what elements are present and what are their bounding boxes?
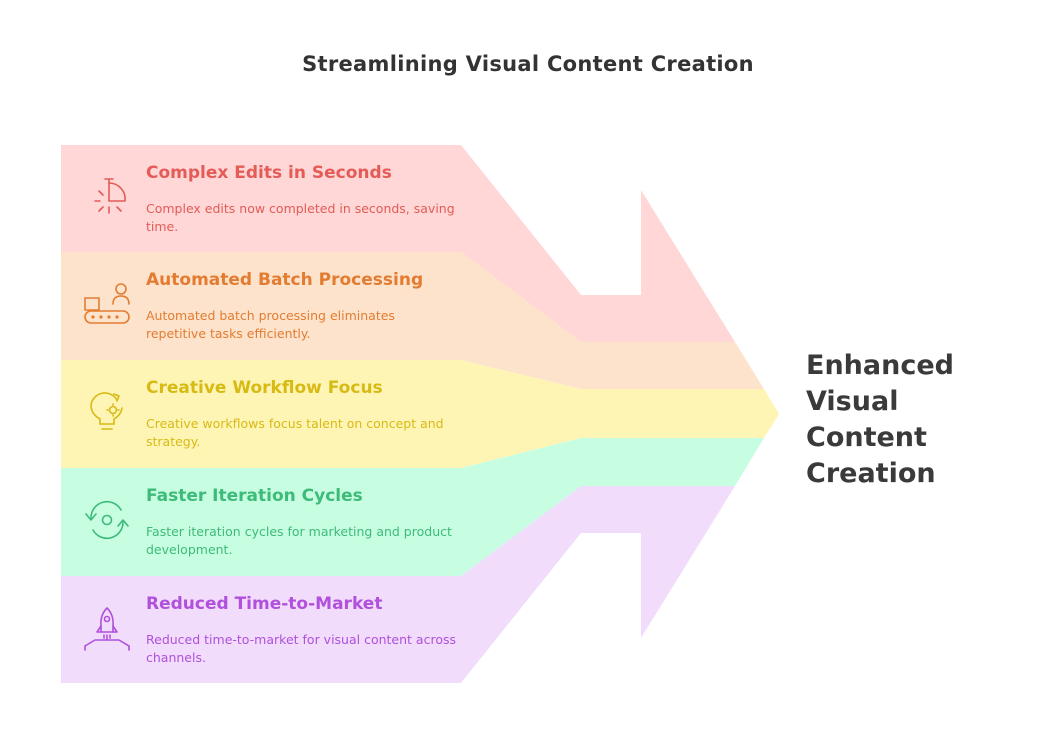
outcome-line: Visual bbox=[806, 386, 899, 417]
step-heading: Reduced Time-to-Market bbox=[146, 594, 383, 614]
step-description: Faster iteration cycles for marketing an… bbox=[146, 524, 452, 557]
outcome-label: Enhanced Visual Content Creation bbox=[806, 348, 1036, 492]
step-heading: Complex Edits in Seconds bbox=[146, 163, 392, 183]
band-shape-1 bbox=[61, 145, 735, 342]
band-shape-5 bbox=[61, 486, 735, 683]
step-heading: Creative Workflow Focus bbox=[146, 378, 383, 398]
step-description: Complex edits now completed in seconds, … bbox=[146, 201, 455, 234]
step-description: Reduced time-to-market for visual conten… bbox=[146, 632, 456, 665]
step-heading: Faster Iteration Cycles bbox=[146, 486, 363, 506]
step-creative-workflow: Creative Workflow Focus Creative workflo… bbox=[61, 360, 461, 468]
lightbulb-icon bbox=[90, 392, 123, 430]
outcome-line: Enhanced bbox=[806, 350, 954, 381]
outcome-line: Content bbox=[806, 422, 927, 453]
conveyor-belt-icon bbox=[84, 283, 130, 324]
diagram-title: Streamlining Visual Content Creation bbox=[302, 52, 754, 76]
step-description: Automated batch processing eliminates re… bbox=[146, 308, 395, 341]
band-shape-3 bbox=[61, 360, 779, 468]
refresh-cycle-icon bbox=[85, 500, 129, 540]
step-heading: Automated Batch Processing bbox=[146, 270, 424, 290]
step-batch-processing: Automated Batch Processing Automated bat… bbox=[61, 252, 461, 360]
step-complex-edits: Complex Edits in Seconds Complex edits n… bbox=[61, 145, 461, 252]
step-iteration-cycles: Faster Iteration Cycles Faster iteration… bbox=[61, 468, 461, 576]
rocket-launch-icon bbox=[84, 607, 130, 651]
band-shape-4 bbox=[61, 438, 764, 576]
step-time-to-market: Reduced Time-to-Market Reduced time-to-m… bbox=[61, 576, 461, 683]
pie-chart-icon bbox=[94, 178, 126, 214]
band-shape-2 bbox=[61, 252, 764, 389]
step-description: Creative workflows focus talent on conce… bbox=[146, 416, 444, 449]
outcome-line: Creation bbox=[806, 458, 936, 489]
